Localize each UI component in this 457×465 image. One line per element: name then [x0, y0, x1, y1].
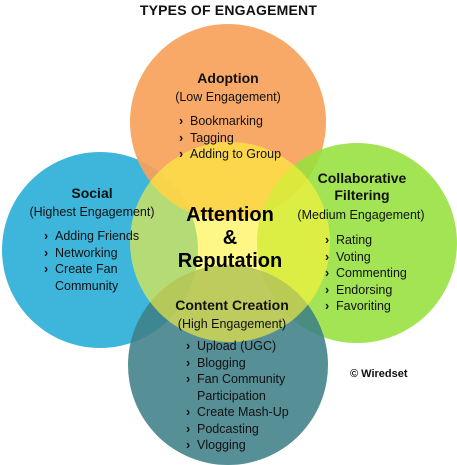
list-item: ›Upload (UGC): [186, 339, 277, 353]
adoption-subtitle: (Low Engagement): [175, 90, 281, 104]
chevron-right-icon: ›: [325, 266, 330, 280]
chevron-right-icon: ›: [44, 229, 49, 243]
adoption-title: Adoption: [197, 70, 259, 86]
list-item: ›Adding to Group: [179, 147, 282, 161]
collaborative-list: ›Rating ›Voting ›Commenting ›Endorsing ›…: [325, 232, 425, 315]
content-creation-subtitle: (High Engagement): [177, 317, 287, 331]
chevron-right-icon: ›: [186, 438, 191, 452]
chevron-right-icon: ›: [179, 147, 184, 161]
content-creation-title: Content Creation: [175, 297, 289, 313]
social-title: Social: [71, 185, 113, 201]
list-item: ›Commenting: [325, 266, 407, 280]
list-item: ›Fan Community Participation: [186, 372, 286, 403]
chevron-right-icon: ›: [44, 245, 49, 260]
social-subtitle: (Highest Engagement): [29, 205, 155, 219]
chevron-right-icon: ›: [44, 262, 49, 276]
center-circle: [130, 142, 330, 342]
diagram-title: TYPES OF ENGAGEMENT: [139, 2, 318, 18]
list-item: ›Networking: [44, 245, 118, 260]
chevron-right-icon: ›: [186, 372, 191, 386]
chevron-right-icon: ›: [186, 339, 191, 353]
list-item: ›Podcasting: [186, 421, 259, 436]
center-label: Attention & Reputation: [177, 204, 283, 272]
adoption-list: ›Bookmarking ›Tagging ›Adding to Group: [179, 113, 319, 163]
chevron-right-icon: ›: [325, 282, 330, 297]
collaborative-subtitle: (Medium Engagement): [297, 208, 425, 222]
list-item: ›Tagging: [179, 130, 234, 145]
list-item: ›Blogging: [186, 355, 246, 370]
list-item: ›Voting: [325, 249, 371, 264]
list-item: ›Rating: [325, 233, 373, 247]
chevron-right-icon: ›: [186, 355, 191, 370]
chevron-right-icon: ›: [325, 249, 330, 264]
list-item: ›Create Fan Community: [44, 262, 119, 293]
chevron-right-icon: ›: [179, 114, 184, 128]
copyright-label: © Wiredset: [350, 368, 408, 380]
list-item: ›Endorsing: [325, 282, 393, 297]
content-creation-list: ›Upload (UGC) ›Blogging ›Fan Community P…: [186, 338, 298, 454]
collaborative-title: Collaborative Filtering: [317, 170, 407, 203]
chevron-right-icon: ›: [179, 130, 184, 145]
chevron-right-icon: ›: [325, 299, 330, 313]
social-list: ›Adding Friends ›Networking ›Create Fan …: [44, 228, 156, 294]
list-item: ›Bookmarking: [179, 114, 263, 128]
chevron-right-icon: ›: [186, 421, 191, 436]
list-item: ›Create Mash-Up: [186, 405, 289, 419]
list-item: ›Vlogging: [186, 438, 246, 452]
list-item: ›Favoriting: [325, 299, 391, 313]
chevron-right-icon: ›: [325, 233, 330, 247]
list-item: ›Adding Friends: [44, 229, 140, 243]
chevron-right-icon: ›: [186, 405, 191, 419]
